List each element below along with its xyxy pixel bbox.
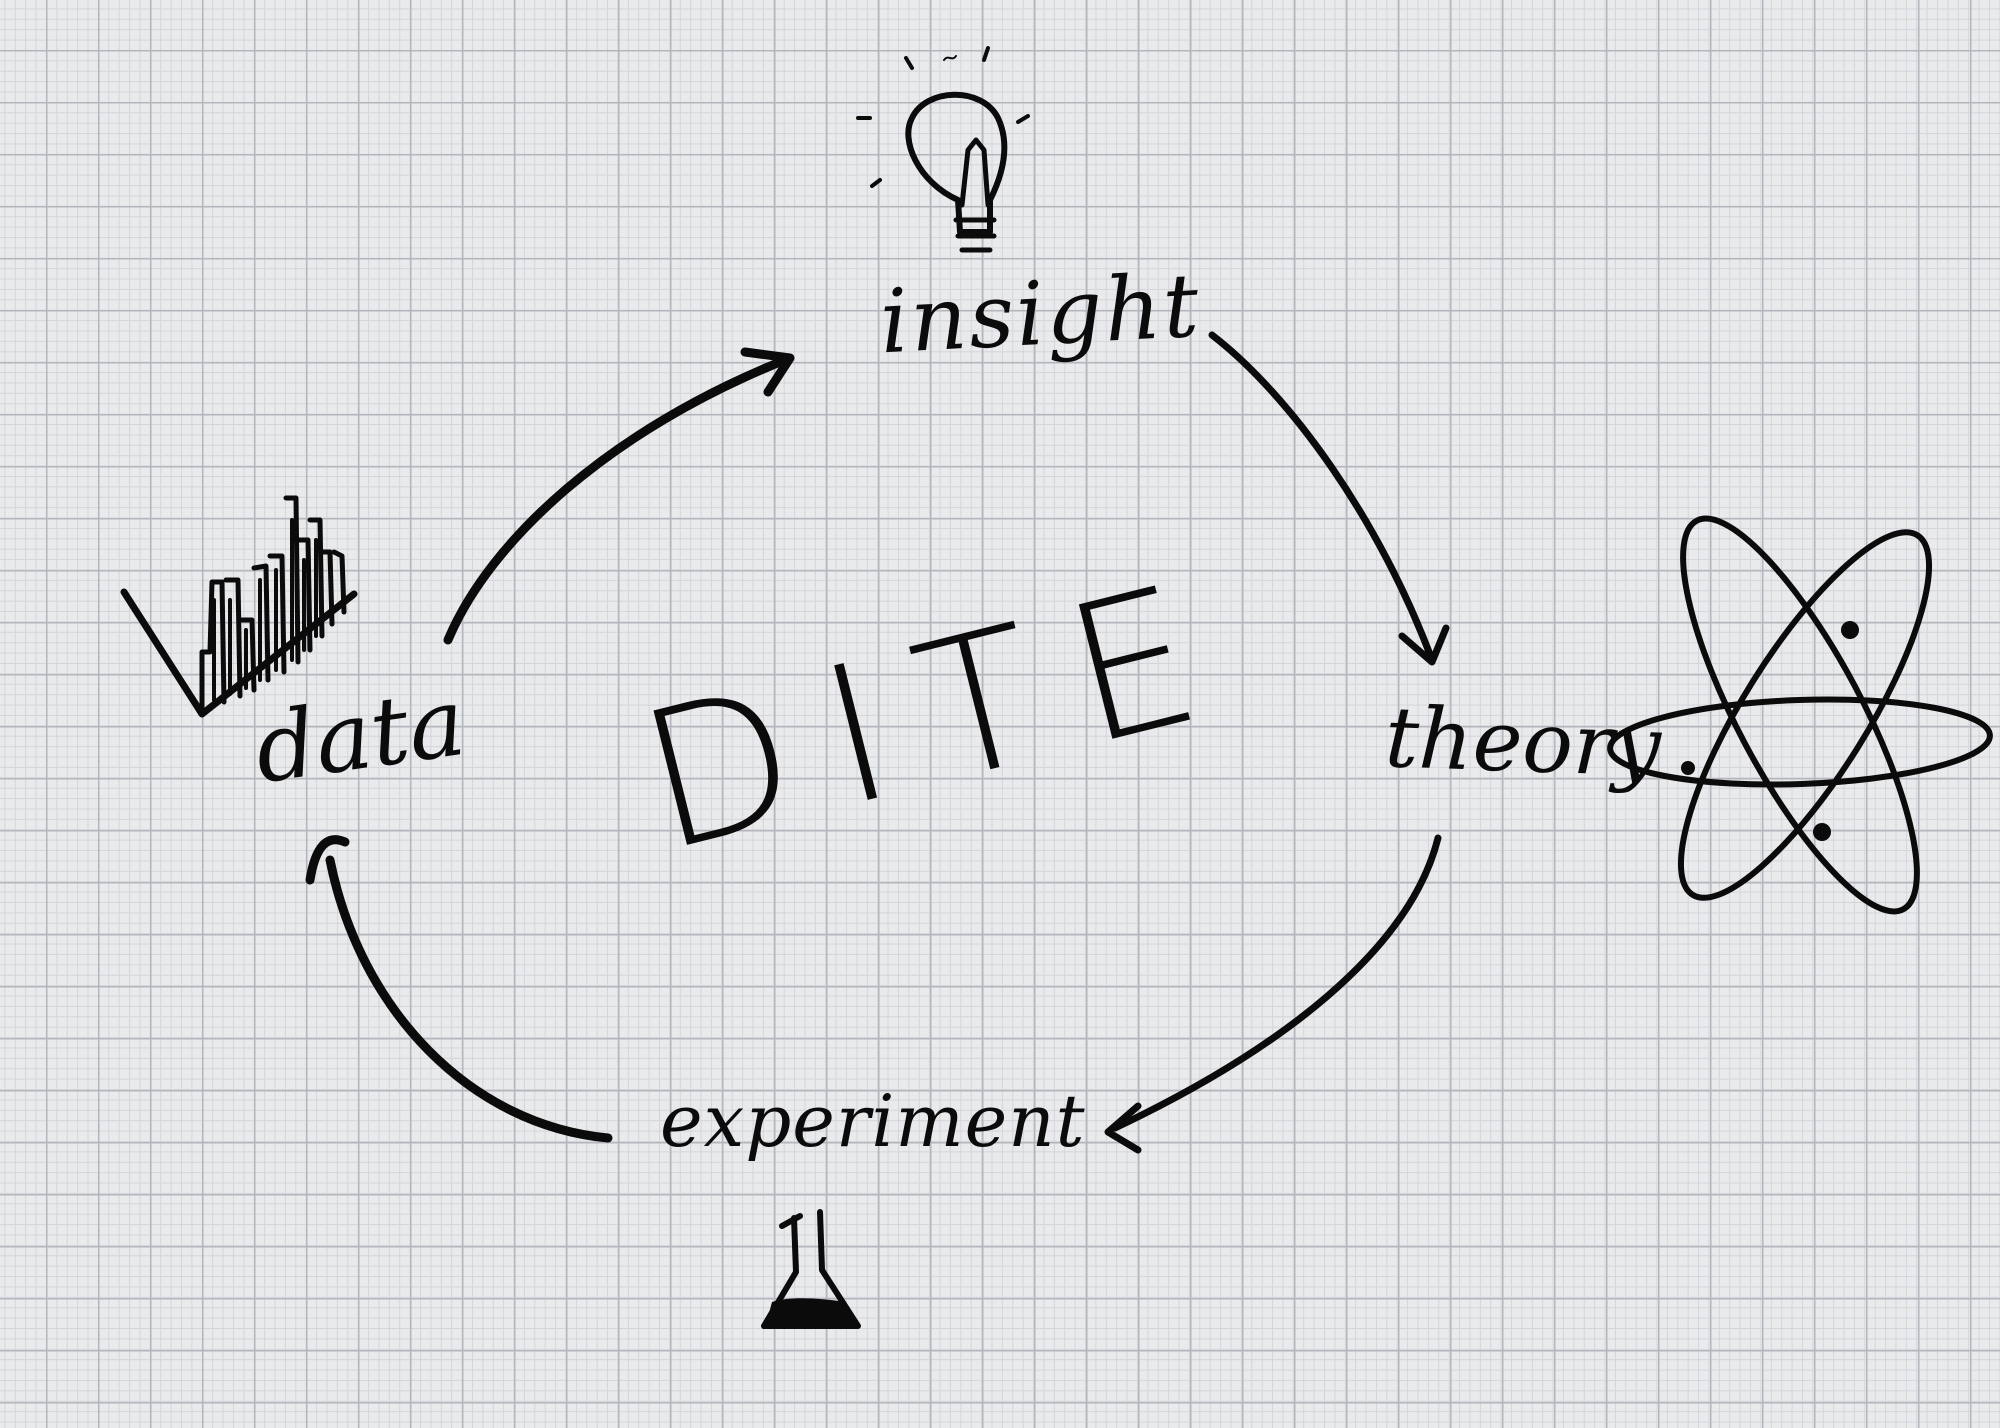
arrow-experiment-to-data bbox=[305, 835, 613, 1143]
flask-icon bbox=[761, 1209, 861, 1329]
node-label-experiment: experiment bbox=[660, 1079, 1086, 1163]
arrow-theory-to-experiment bbox=[1104, 834, 1442, 1154]
arrow-data-to-insight bbox=[443, 347, 795, 645]
atom-icon bbox=[1607, 515, 1993, 915]
node-label-data: data bbox=[248, 667, 472, 806]
arrow-insight-to-theory bbox=[1208, 331, 1450, 666]
lightbulb-icon bbox=[856, 46, 1030, 253]
node-label-insight: insight bbox=[877, 253, 1203, 374]
node-label-theory: theory bbox=[1383, 688, 1663, 796]
bar-chart-icon bbox=[120, 495, 358, 718]
